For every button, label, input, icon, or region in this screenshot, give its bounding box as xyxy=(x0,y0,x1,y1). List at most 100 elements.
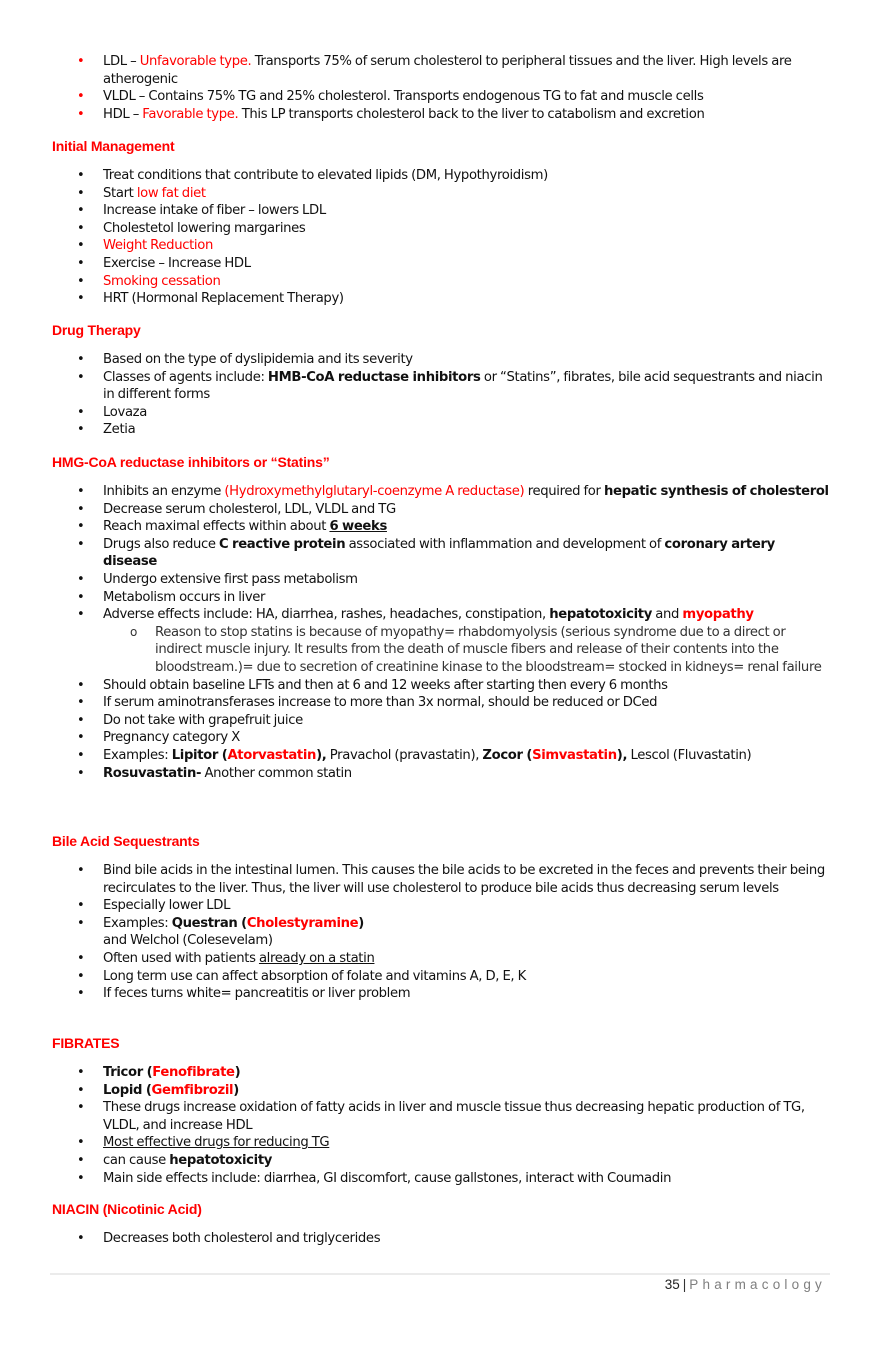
bullet-icon: • xyxy=(77,484,85,499)
list-item: •Based on the type of dyslipidemia and i… xyxy=(77,352,413,367)
bullet-icon: • xyxy=(77,168,85,183)
list-item: •If feces turns white= pancreatitis or l… xyxy=(77,986,411,1002)
initial-management-list: •Treat conditions that contribute to ele… xyxy=(0,167,880,308)
list-item: •Classes of agents include: HMB-CoA redu… xyxy=(77,369,823,403)
list-item: •If serum aminotransferases increase to … xyxy=(77,695,658,711)
heading-bile-acid-sequestrants: Bile Acid Sequestrants xyxy=(52,833,200,849)
list-item: •Cholestetol lowering margarines xyxy=(77,220,306,236)
fibrates-list: •Tricor (Fenofibrate) •Lopid (Gemfibrozi… xyxy=(0,1064,880,1187)
list-item: •Do not take with grapefruit juice xyxy=(77,712,303,728)
list-item: •Tricor (Fenofibrate) xyxy=(77,1065,241,1080)
list-item: •Especially lower LDL xyxy=(77,898,231,914)
bullet-icon: • xyxy=(77,273,85,289)
list-item: •Increase intake of fiber – lowers LDL xyxy=(77,203,326,219)
bullet-icon: • xyxy=(77,519,85,535)
bullet-icon: • xyxy=(77,863,85,878)
heading-initial-management: Initial Management xyxy=(52,138,175,154)
bullet-icon: • xyxy=(77,1152,85,1168)
bullet-icon: • xyxy=(77,571,85,587)
bullet-icon: • xyxy=(77,589,85,605)
list-item-ldl: • LDL – Unfavorable type. Transports 75%… xyxy=(77,54,792,87)
list-item: •Undergo extensive first pass metabolism xyxy=(77,571,358,587)
bullet-icon: • xyxy=(77,185,85,201)
bullet-icon: • xyxy=(77,968,85,984)
list-item: •Metabolism occurs in liver xyxy=(77,589,266,605)
list-item: •Examples: Lipitor (Atorvastatin), Prava… xyxy=(77,747,752,763)
bullet-icon: • xyxy=(77,607,85,623)
bullet-icon: • xyxy=(77,747,85,763)
bullet-icon: • xyxy=(77,730,85,746)
list-item: •These drugs increase oxidation of fatty… xyxy=(77,1100,805,1133)
bullet-icon: • xyxy=(77,106,85,122)
bullet-icon: • xyxy=(77,501,85,517)
bullet-icon: • xyxy=(77,1135,85,1151)
bullet-icon: • xyxy=(77,220,85,236)
page-number: 35 xyxy=(664,1277,680,1292)
list-item: •Weight Reduction xyxy=(77,238,213,254)
list-item: •Long term use can affect absorption of … xyxy=(77,968,526,984)
list-item-hdl: • HDL – Favorable type. This LP transpor… xyxy=(77,106,705,122)
bullet-icon: • xyxy=(77,203,85,219)
footer-title: Pharmacology xyxy=(689,1277,826,1292)
list-item: •Decrease serum cholesterol, LDL, VLDL a… xyxy=(77,501,396,517)
list-item: •Exercise – Increase HDL xyxy=(77,255,251,271)
list-item: •Treat conditions that contribute to ele… xyxy=(77,168,548,183)
hdl-type-highlight: Favorable type. xyxy=(142,106,239,122)
bullet-icon: • xyxy=(77,915,85,931)
drug-therapy-list: •Based on the type of dyslipidemia and i… xyxy=(0,351,880,439)
list-item: •Drugs also reduce C reactive protein as… xyxy=(77,536,775,570)
bullet-icon: • xyxy=(77,1082,85,1098)
list-item: •Bind bile acids in the intestinal lumen… xyxy=(77,863,825,896)
lipoprotein-list: • LDL – Unfavorable type. Transports 75%… xyxy=(0,53,880,123)
niacin-list: •Decreases both cholesterol and triglyce… xyxy=(0,1230,880,1248)
bullet-icon: • xyxy=(77,898,85,914)
page-footer: 35|Pharmacology xyxy=(665,1277,826,1292)
list-item: •Reach maximal effects within about 6 we… xyxy=(77,519,387,535)
heading-statins: HMG-CoA reductase inhibitors or “Statins… xyxy=(52,454,330,470)
bullet-icon: • xyxy=(77,291,85,307)
list-item: •Pregnancy category X xyxy=(77,730,240,746)
bullet-icon: • xyxy=(77,369,85,385)
bullet-icon: • xyxy=(77,1065,85,1080)
ldl-type-highlight: Unfavorable type. xyxy=(139,54,252,69)
bullet-icon: • xyxy=(77,950,85,966)
bullet-icon: • xyxy=(77,422,85,438)
bullet-icon: • xyxy=(77,695,85,711)
heading-drug-therapy: Drug Therapy xyxy=(52,322,141,338)
bullet-icon: • xyxy=(77,1170,85,1186)
footer-divider xyxy=(50,1273,830,1275)
list-item: •Lopid (Gemfibrozil) xyxy=(77,1082,239,1098)
list-item: •Zetia xyxy=(77,422,136,438)
list-item-vldl: • VLDL – Contains 75% TG and 25% cholest… xyxy=(77,89,704,105)
list-item: •Rosuvastatin- Another common statin xyxy=(77,765,352,781)
list-item: •Most effective drugs for reducing TG xyxy=(77,1135,330,1151)
list-item: •Main side effects include: diarrhea, GI… xyxy=(77,1170,672,1186)
heading-fibrates: FIBRATES xyxy=(52,1035,120,1051)
list-item: •Start low fat diet xyxy=(77,185,206,201)
bullet-icon: • xyxy=(77,536,85,552)
bullet-icon: • xyxy=(77,255,85,271)
list-item: •Adverse effects include: HA, diarrhea, … xyxy=(0,606,880,676)
list-item: •HRT (Hormonal Replacement Therapy) xyxy=(77,291,344,307)
bullet-icon: • xyxy=(77,765,85,781)
bile-acid-list: •Bind bile acids in the intestinal lumen… xyxy=(0,862,880,1003)
statins-list: •Inhibits an enzyme (Hydroxymethylglutar… xyxy=(0,483,880,782)
list-item: •Often used with patients already on a s… xyxy=(77,950,375,966)
bullet-icon: • xyxy=(77,54,85,69)
list-item: •can cause hepatotoxicity xyxy=(77,1152,273,1168)
list-item: •Examples: Questran (Cholestyramine)and … xyxy=(77,915,364,949)
bullet-icon: • xyxy=(77,677,85,693)
footer-separator: | xyxy=(682,1277,687,1292)
bullet-icon: • xyxy=(77,238,85,254)
list-item: •Decreases both cholesterol and triglyce… xyxy=(77,1231,381,1246)
bullet-icon: • xyxy=(77,89,85,105)
circle-bullet-icon: o xyxy=(130,624,137,639)
list-item: •Inhibits an enzyme (Hydroxymethylglutar… xyxy=(77,484,829,499)
list-item: •Lovaza xyxy=(77,404,147,420)
list-item: •Smoking cessation xyxy=(77,273,221,289)
bullet-icon: • xyxy=(77,404,85,420)
heading-niacin: NIACIN (Nicotinic Acid) xyxy=(52,1201,202,1217)
